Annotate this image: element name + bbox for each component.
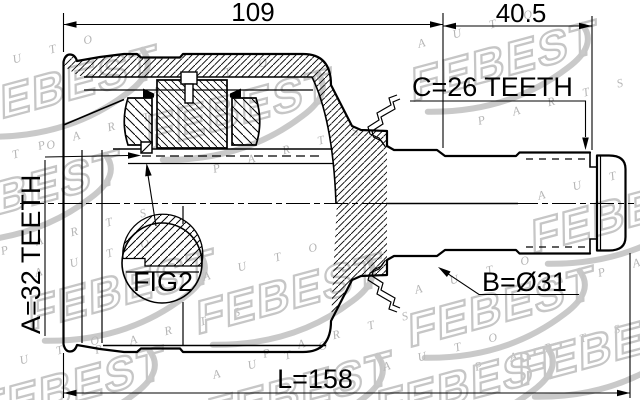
pin-shank bbox=[184, 83, 194, 104]
spider-section bbox=[156, 79, 228, 149]
dim-length-label: L=158 bbox=[277, 364, 353, 394]
cv-joint-drawing: FIG2 bbox=[20, 52, 634, 354]
stub-shaft bbox=[386, 152, 627, 254]
roller-left bbox=[123, 97, 153, 146]
tripod-bearing bbox=[123, 71, 333, 165]
housing-section-hatch bbox=[63, 54, 387, 204]
watermark-swoosh bbox=[544, 173, 640, 267]
callout-leader-line bbox=[447, 273, 579, 296]
watermark-swoosh bbox=[421, 267, 588, 361]
boot-clamp-line bbox=[371, 98, 401, 148]
callout-arrowhead bbox=[128, 152, 141, 159]
roller-retainer-right bbox=[230, 88, 241, 98]
shaft-diameter-label: B=Ø31 bbox=[482, 267, 567, 297]
watermark-swoosh bbox=[424, 21, 591, 115]
fig2-leader-arrowhead bbox=[145, 163, 152, 177]
dim-109-label: 109 bbox=[231, 0, 274, 27]
callout-arrowhead bbox=[582, 137, 589, 150]
callout-inner-spline: A=32 TEETH bbox=[16, 152, 141, 336]
roller-right bbox=[231, 97, 261, 146]
dimensions: 109 40.5 L=158 C=26 TEETH A=32 TEET bbox=[16, 0, 631, 398]
snap-ring bbox=[140, 141, 153, 154]
dim-arrowhead bbox=[617, 389, 630, 397]
watermark-swoosh bbox=[0, 151, 114, 245]
watermark-swoosh bbox=[219, 352, 386, 400]
boot-clamp-line bbox=[371, 259, 401, 309]
watermark-swoosh bbox=[41, 250, 208, 344]
dim-total-length: L=158 bbox=[62, 253, 631, 398]
fig2-detail: FIG2 bbox=[121, 163, 204, 304]
snap-ring-hatch-line bbox=[140, 141, 153, 154]
dim-arrowhead bbox=[63, 21, 77, 28]
fig2-detail-hatch bbox=[122, 213, 204, 267]
inner-spline-label: A=32 TEETH bbox=[16, 175, 46, 334]
shaft-end-cap bbox=[595, 154, 627, 252]
callout-arrowhead bbox=[438, 267, 451, 277]
bore-entry-cone-line bbox=[63, 98, 125, 126]
dim-arrowhead bbox=[430, 21, 443, 28]
housing-shaft-outline-top bbox=[62, 52, 592, 205]
roller-retainer-left bbox=[143, 88, 154, 98]
boot-clamp-top bbox=[367, 94, 401, 148]
housing-cavity-line bbox=[84, 76, 337, 204]
callout-leader-line bbox=[410, 100, 587, 137]
pin-head bbox=[180, 71, 198, 85]
watermark-swoosh bbox=[531, 306, 640, 400]
watermark-swoosh bbox=[0, 347, 158, 400]
housing-shaft-outline-bottom bbox=[62, 201, 592, 354]
boot-groove-lines bbox=[81, 150, 103, 343]
boot-clamp-bottom bbox=[367, 259, 401, 313]
dim-40-5-label: 40.5 bbox=[496, 0, 547, 28]
dim-arrowhead bbox=[443, 22, 456, 30]
callout-leader-line bbox=[44, 154, 129, 336]
dim-housing-length: 109 bbox=[62, 0, 444, 148]
boot-clamp-line bbox=[367, 94, 398, 146]
dim-spline-length: 40.5 bbox=[443, 0, 593, 150]
callout-outer-spline: C=26 TEETH bbox=[410, 72, 589, 150]
watermark-swoosh bbox=[389, 344, 556, 400]
outer-spline-label: C=26 TEETH bbox=[412, 72, 573, 102]
dim-arrowhead bbox=[63, 389, 77, 397]
dim-arrowhead bbox=[579, 22, 592, 30]
boot-clamp-line bbox=[367, 261, 398, 313]
callout-shaft-diameter: B=Ø31 bbox=[438, 267, 579, 297]
fig2-label: FIG2 bbox=[133, 267, 193, 297]
